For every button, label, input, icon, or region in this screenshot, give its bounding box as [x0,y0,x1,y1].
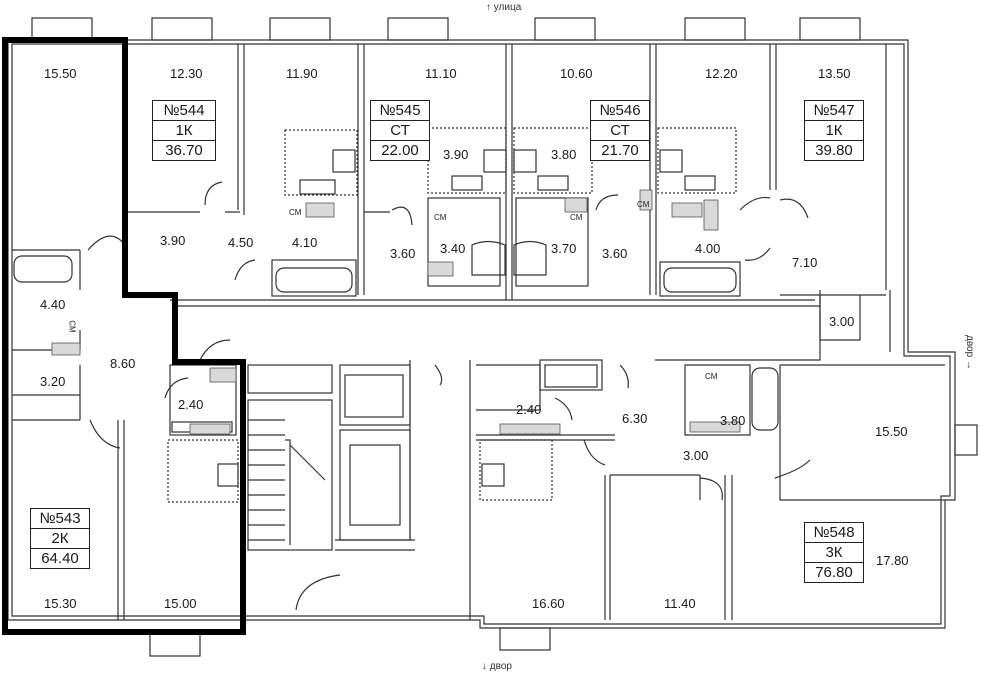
room-area: 3.40 [440,241,466,256]
room-area: 8.60 [110,356,136,371]
room-area: 3.00 [683,448,709,463]
apartment-number: №548 [813,524,855,541]
room-area: 3.90 [443,147,469,162]
room-area: 13.50 [818,66,851,81]
apartment-tag-545[interactable]: №545 СТ 22.00 [370,100,430,161]
bathroom [515,197,589,287]
window-bay [151,17,213,41]
apartment-type: 1К [805,120,863,140]
room-area: 3.70 [551,241,577,256]
apartment-tag-544[interactable]: №544 1К 36.70 [152,100,216,161]
apartment-type: СТ [591,120,649,140]
outer-wall-inner [11,43,951,625]
room-area: 3.60 [390,246,416,261]
room-area: 7.10 [792,255,818,270]
room-area: 3.80 [720,413,746,428]
apartment-number: №545 [379,102,421,119]
apartment-number: №546 [599,102,641,119]
apartment-area: 22.00 [371,140,429,160]
apartment-type: СТ [371,120,429,140]
room-area: 16.60 [532,596,565,611]
bathroom [427,197,501,287]
washing-machine-label: СМ [637,200,650,209]
apartment-area: 21.70 [591,140,649,160]
apartment-tag-543[interactable]: №543 2К 64.40 [30,508,90,569]
room-area: 15.50 [44,66,77,81]
room-area: 15.00 [164,596,197,611]
room-area: 12.30 [170,66,203,81]
highlight-outline [2,37,246,635]
window-bay [149,631,201,657]
apartment-tag-546[interactable]: №546 СТ 21.70 [590,100,650,161]
room-area: 2.40 [516,402,542,417]
room-area: 4.00 [695,241,721,256]
apartment-type: 3К [805,542,863,562]
room-area: 2.40 [178,397,204,412]
window-bay [534,17,596,41]
apartment-type: 2К [31,528,89,548]
south-label: ↓ двор [482,661,512,672]
bathroom [271,259,357,297]
room-area: 11.90 [286,66,318,81]
north-label: ↑ улица [486,2,522,13]
room-area: 11.40 [664,596,696,611]
washing-machine-label: СМ [570,213,583,222]
apartment-area: 76.80 [805,562,863,582]
apartment-type: 1К [153,120,215,140]
east-label: двор → [964,335,975,370]
window-bay [269,17,331,41]
room-area: 3.80 [551,147,577,162]
window-bay [684,17,746,41]
room-area: 3.90 [160,233,186,248]
apartment-area: 39.80 [805,140,863,160]
room-area: 6.30 [622,411,648,426]
apartment-tag-548[interactable]: №548 3К 76.80 [804,522,864,583]
bathroom [659,261,741,297]
room-area: 4.40 [40,297,66,312]
apartment-area: 36.70 [153,140,215,160]
apartment-tag-547[interactable]: №547 1К 39.80 [804,100,864,161]
apartment-number: №543 [39,510,81,527]
washing-machine-label: СМ [67,320,77,333]
washing-machine-label: СМ [289,208,302,217]
room-area: 3.60 [602,246,628,261]
room-area: 15.50 [875,424,908,439]
apartment-number: №544 [163,102,205,119]
room-area: 10.60 [560,66,593,81]
apartment-area: 64.40 [31,548,89,568]
window-bay [31,17,93,41]
room-area: 3.00 [829,314,855,329]
room-area: 4.10 [292,235,318,250]
room-area: 11.10 [425,66,457,81]
window-bay [954,424,978,456]
room-area: 12.20 [705,66,738,81]
room-area: 17.80 [876,553,909,568]
room-area: 4.50 [228,235,254,250]
washing-machine-label: СМ [434,213,447,222]
window-bay [799,17,861,41]
room-area: 15.30 [44,596,77,611]
apartment-number: №547 [813,102,855,119]
room-area: 3.20 [40,374,66,389]
window-bay [499,627,551,651]
window-bay [387,17,449,41]
washing-machine-label: СМ [705,372,718,381]
